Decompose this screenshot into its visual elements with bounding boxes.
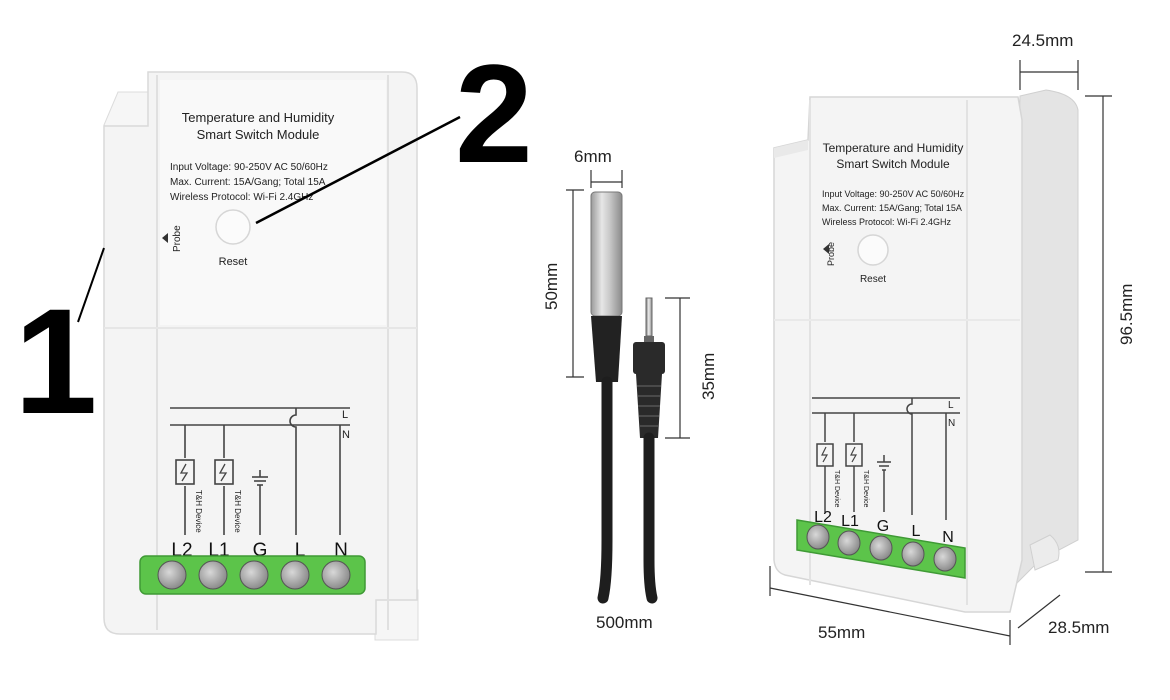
bolt-icon bbox=[218, 463, 228, 482]
probe-arrow-icon bbox=[823, 244, 829, 254]
terminal-screws bbox=[157, 560, 351, 590]
device-label: T&H Device bbox=[233, 490, 242, 533]
reset-button[interactable] bbox=[857, 234, 889, 266]
dim-module-depth: 24.5mm bbox=[1012, 31, 1073, 50]
wiring-diagram bbox=[170, 407, 350, 535]
spec-current: Max. Current: 15A/Gang; Total 15A bbox=[822, 203, 962, 213]
module-subtitle: Smart Switch Module bbox=[197, 127, 320, 142]
device-label: T&H Device bbox=[194, 490, 203, 533]
terminal-label: L bbox=[295, 540, 306, 561]
probe-dimension-lines bbox=[566, 170, 690, 439]
dim-probe-length: 50mm bbox=[542, 263, 561, 310]
module-iso: Temperature and Humidity Smart Switch Mo… bbox=[773, 89, 1079, 613]
reset-button[interactable] bbox=[215, 209, 251, 245]
module-dimension-lines bbox=[769, 60, 1112, 645]
temperature-probe bbox=[590, 191, 665, 604]
probe-label: Probe bbox=[172, 225, 183, 252]
spec-protocol: Wireless Protocol: Wi-Fi 2.4GHz bbox=[170, 192, 313, 203]
reset-label: Reset bbox=[860, 274, 886, 285]
line-label-n: N bbox=[948, 418, 955, 429]
spec-voltage: Input Voltage: 90-250V AC 50/60Hz bbox=[822, 189, 965, 199]
spec-current: Max. Current: 15A/Gang; Total 15A bbox=[170, 177, 326, 188]
dim-module-height: 96.5mm bbox=[1117, 284, 1136, 345]
callout-1-leader bbox=[77, 247, 105, 323]
module-front: Temperature and Humidity Smart Switch Mo… bbox=[103, 71, 419, 641]
line-label-l: L bbox=[342, 409, 348, 421]
dim-module-depth-bottom: 28.5mm bbox=[1048, 618, 1109, 637]
callout-2: 2 bbox=[455, 35, 533, 192]
module-subtitle: Smart Switch Module bbox=[836, 157, 950, 171]
spec-voltage: Input Voltage: 90-250V AC 50/60Hz bbox=[170, 162, 328, 173]
bolt-icon bbox=[821, 446, 829, 463]
terminal-label: L bbox=[912, 523, 921, 540]
terminal-label: L1 bbox=[841, 513, 859, 530]
dim-cable-length: 500mm bbox=[596, 613, 653, 632]
terminal-label: G bbox=[877, 518, 889, 535]
line-label-l: L bbox=[948, 400, 954, 411]
callout-2-leader bbox=[255, 115, 461, 225]
bolt-icon bbox=[850, 446, 858, 463]
dim-module-width: 55mm bbox=[818, 623, 865, 642]
device-label: T&H Device bbox=[862, 470, 869, 507]
terminal-screws bbox=[806, 524, 957, 572]
module-title: Temperature and Humidity bbox=[823, 141, 964, 155]
probe-arrow-icon bbox=[162, 233, 168, 243]
spec-protocol: Wireless Protocol: Wi-Fi 2.4GHz bbox=[822, 217, 952, 227]
probe-label: Probe bbox=[826, 242, 836, 266]
module-title: Temperature and Humidity bbox=[182, 110, 335, 125]
wiring-diagram bbox=[812, 397, 960, 520]
dim-probe-width: 6mm bbox=[574, 147, 612, 166]
device-label: T&H Device bbox=[833, 470, 840, 507]
terminal-label: N bbox=[942, 529, 954, 546]
reset-label: Reset bbox=[219, 256, 248, 268]
line-label-n: N bbox=[342, 429, 350, 441]
dim-plug-length: 35mm bbox=[699, 353, 718, 400]
bolt-icon bbox=[179, 463, 189, 482]
terminal-label: L2 bbox=[814, 509, 832, 526]
